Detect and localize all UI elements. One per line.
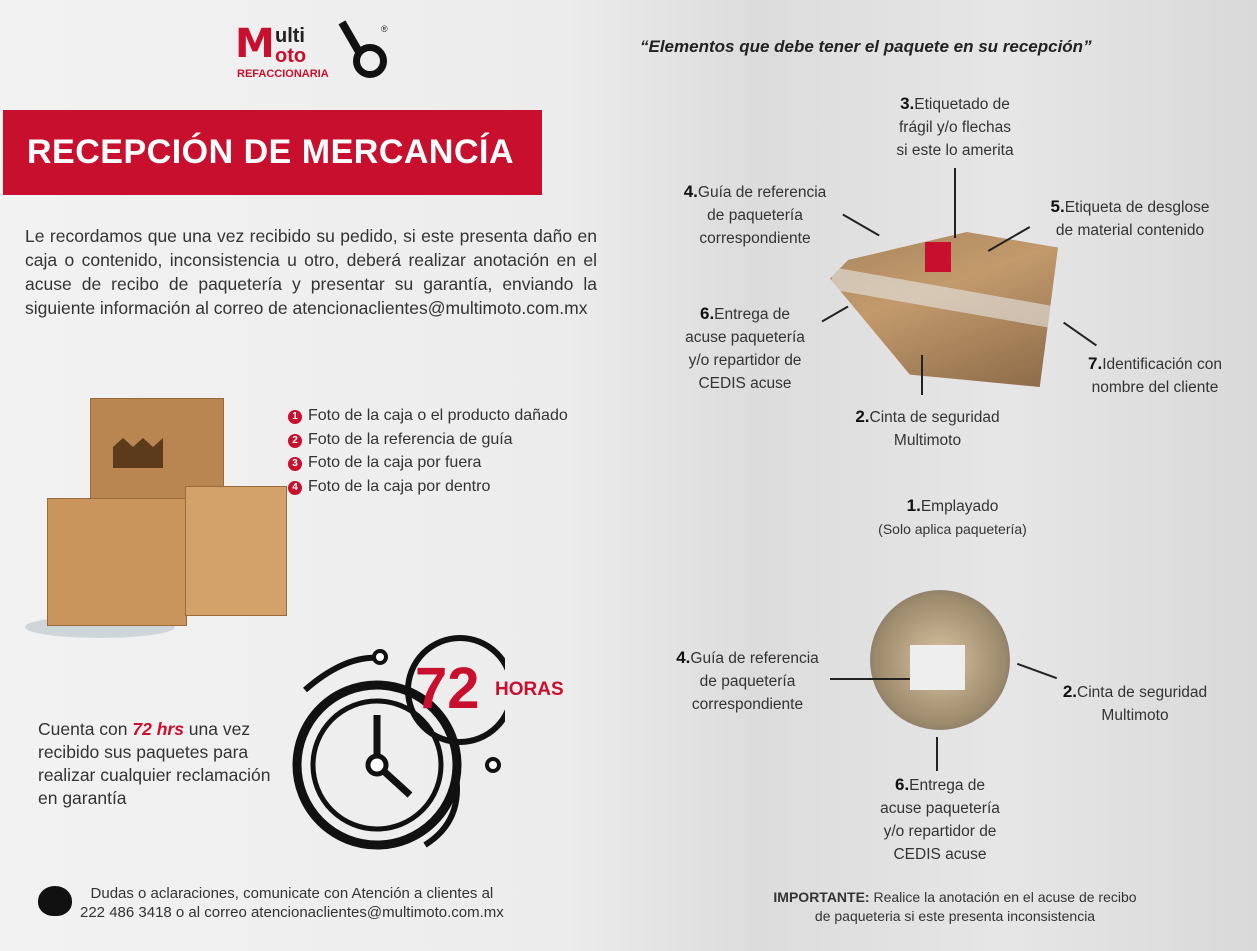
label-number: 7. xyxy=(1088,354,1103,373)
label-text: Entrega de xyxy=(909,777,986,794)
item-text: Foto de la caja o el producto dañado xyxy=(308,407,568,424)
contact-line-1: Dudas o aclaraciones, comunicate con Ate… xyxy=(90,885,494,902)
label-client-id: 7.Identificación con nombre del cliente xyxy=(1060,352,1250,399)
label-text: acuse paquetería xyxy=(685,329,805,346)
important-text: Realice la anotación en el acuse de reci… xyxy=(869,889,1137,905)
label-text: Guía de referencia xyxy=(690,650,819,667)
item-number: 4 xyxy=(288,480,302,495)
deadline-post: una vez recibido sus paquetes para reali… xyxy=(38,719,271,808)
important-text-2: de paqueteria si este presenta inconsist… xyxy=(814,908,1096,924)
arrow xyxy=(1016,662,1058,680)
label-number: 4. xyxy=(683,182,698,201)
label-text: CEDIS acuse xyxy=(893,846,987,863)
important-note: IMPORTANTE: Realice la anotación en el a… xyxy=(720,888,1190,926)
label-breakdown: 5.Etiqueta de desglose de material conten… xyxy=(1020,195,1240,242)
round-label-guide: 4.Guía de referencia de paquetería corresp… xyxy=(650,646,845,716)
item-text: Foto de la caja por dentro xyxy=(308,477,491,495)
list-item: 3 Foto de la caja por fuera xyxy=(288,451,568,475)
label-text: de paquetería xyxy=(707,207,803,224)
label-text: (Solo aplica paquetería) xyxy=(878,521,1027,537)
item-number: 1 xyxy=(288,410,302,424)
intro-text: Le recordamos que una vez recibido su pe… xyxy=(25,226,597,318)
label-number: 1. xyxy=(906,496,921,515)
contact-line-2: 222 486 3418 o al correo atencionaclient… xyxy=(80,904,504,921)
label-number: 4. xyxy=(676,648,691,667)
list-item: 2 Foto de la referencia de guía xyxy=(288,428,568,452)
label-text: si este lo amerita xyxy=(896,142,1014,159)
label-text: Identificación con xyxy=(1102,356,1222,373)
arrow xyxy=(1063,321,1097,347)
label-text: nombre del cliente xyxy=(1091,379,1219,396)
label-text: correspondiente xyxy=(699,230,811,247)
arrow xyxy=(936,737,938,771)
motorcycle-icon xyxy=(353,44,387,78)
item-number: 3 xyxy=(288,457,302,471)
label-text: de material contenido xyxy=(1055,222,1205,239)
label-number: 6. xyxy=(894,775,910,794)
label-text: frágil y/o flechas xyxy=(899,119,1011,136)
motorcycle-fork-icon xyxy=(338,20,364,56)
label-text: Multimoto xyxy=(1101,707,1169,724)
label-guide: 4.Guía de referencia de paquetería corresp… xyxy=(655,180,855,250)
hours-unit: HORAS xyxy=(495,679,564,700)
label-text: de paquetería xyxy=(699,673,796,690)
list-item: 1 Foto de la caja o el producto dañado xyxy=(288,404,568,428)
label-text: acuse paquetería xyxy=(880,800,1000,817)
item-text: Foto de la caja por fuera xyxy=(308,454,482,471)
page-title: RECEPCIÓN DE MERCANCÍA xyxy=(3,110,542,195)
section-title: “Elementos que debe tener el paquete en … xyxy=(640,37,1092,56)
label-text: y/o repartidor de xyxy=(883,823,997,840)
hours-number: 72 xyxy=(415,656,480,721)
label-text: Etiquetado de xyxy=(914,96,1010,113)
headset-icon xyxy=(38,886,72,916)
arrow xyxy=(830,678,910,680)
item-number: 2 xyxy=(288,433,302,448)
logo-oto: oto xyxy=(275,45,307,67)
deadline-pre: Cuenta con xyxy=(38,719,133,739)
contact-info: Dudas o aclaraciones, comunicate con Ate… xyxy=(80,884,504,922)
arrow xyxy=(954,168,956,238)
label-text: Cinta de seguridad xyxy=(1077,684,1208,701)
label-text: Etiqueta de desglose xyxy=(1064,199,1210,216)
package-photo xyxy=(830,232,1058,387)
label-number: 6. xyxy=(699,304,715,323)
item-text: Foto de la referencia de guía xyxy=(308,430,513,448)
deadline-text: Cuenta con 72 hrs una vez recibido sus p… xyxy=(38,718,278,810)
round-package-photo xyxy=(870,590,1010,730)
label-number: 2. xyxy=(1062,682,1078,701)
list-item: 4 Foto de la caja por dentro xyxy=(288,475,568,499)
label-fragile: 3.Etiquetado de frágil y/o flechas si este… xyxy=(850,92,1060,162)
logo: M ulti oto REFACCIONARIA ® xyxy=(235,16,395,84)
logo-ulti: ulti xyxy=(275,25,305,47)
label-text: Entrega de xyxy=(714,306,791,323)
clock-icon xyxy=(292,635,505,850)
label-wrap: 1.Emplayado (Solo aplica paquetería) xyxy=(840,494,1065,541)
registered-mark: ® xyxy=(381,24,388,34)
label-text: Emplayado xyxy=(920,498,999,515)
logo-subtitle: REFACCIONARIA xyxy=(237,68,329,80)
deadline-highlight: 72 hrs xyxy=(132,719,184,739)
label-number: 2. xyxy=(855,407,870,426)
logo-m: M xyxy=(235,21,275,67)
label-text: Multimoto xyxy=(893,432,962,449)
label-text: Guía de referencia xyxy=(697,184,827,201)
label-text: y/o repartidor de xyxy=(688,352,802,369)
label-number: 5. xyxy=(1050,197,1065,216)
label-text: correspondiente xyxy=(691,696,804,713)
label-text: CEDIS acuse xyxy=(698,375,792,392)
damaged-boxes-illustration xyxy=(25,388,290,643)
important-label: IMPORTANTE: xyxy=(773,889,870,905)
label-text: Cinta de seguridad xyxy=(869,409,1000,426)
label-receipt: 6.Entrega de acuse paquetería y/o repartid… xyxy=(655,302,835,395)
arrow xyxy=(921,355,923,395)
round-label-receipt: 6.Entrega de acuse paquetería y/o repartid… xyxy=(850,773,1030,866)
label-number: 3. xyxy=(900,94,915,113)
